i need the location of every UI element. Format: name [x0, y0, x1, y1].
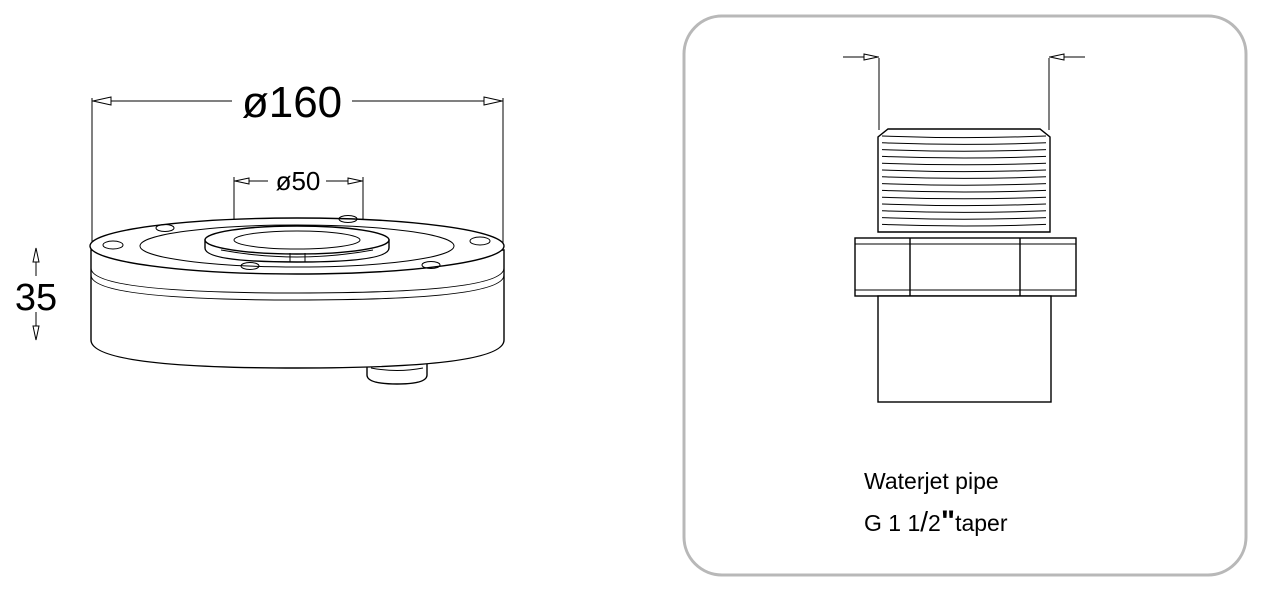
outer-diameter-dimension: ø160: [91, 78, 504, 245]
arrow-down-icon: [32, 325, 40, 341]
arrow-right-icon: [483, 96, 503, 106]
thread-ridge: [881, 196, 1047, 200]
pipe-shank: [877, 295, 1052, 403]
bolt-hole: [240, 262, 260, 270]
bolt-hole: [155, 224, 175, 232]
pipe-thread-type: taper: [955, 510, 1008, 536]
pipe-size-fraction-sep: /: [920, 506, 928, 537]
hex-nut: [854, 237, 1077, 297]
bolt-hole: [421, 261, 441, 269]
pipe-label-line1: Waterjet pipe: [864, 468, 999, 494]
pipe-size-fraction-den: 2: [928, 510, 941, 536]
thread-ridge: [881, 223, 1047, 227]
arrow-right-icon: [863, 53, 879, 61]
height-label: 35: [15, 277, 57, 319]
thread-ridge: [881, 176, 1047, 179]
thread-ridge: [881, 155, 1047, 159]
thread-ridge: [881, 217, 1047, 220]
thread-ridge: [881, 162, 1047, 166]
thread-ridge: [881, 203, 1047, 207]
nozzle-base-view: ø160 ø50 35: [14, 78, 505, 385]
thread-ridge: [881, 169, 1047, 173]
thread-ridge: [881, 149, 1047, 152]
height-dimension: 35: [14, 247, 58, 341]
thread-ridge: [881, 135, 1047, 139]
pipe-detail-panel: Waterjet pipe G 1 1/2"taper: [682, 14, 1248, 577]
thread-ridge: [881, 210, 1047, 213]
arrow-right-icon: [347, 177, 363, 185]
pipe-size-prefix: G 1 1: [864, 510, 920, 536]
arrow-up-icon: [32, 247, 40, 263]
bolt-hole: [102, 240, 124, 250]
arrow-left-icon: [1049, 53, 1065, 61]
outer-diameter-label: ø160: [242, 78, 342, 127]
arrow-left-icon: [234, 177, 250, 185]
threaded-section: [877, 128, 1051, 233]
bolt-hole: [469, 236, 491, 246]
pipe-label-line2: G 1 1/2"taper: [864, 505, 1008, 538]
thread-ridge: [881, 189, 1047, 193]
inner-diameter-dimension: ø50: [233, 166, 364, 240]
bolt-hole: [338, 215, 358, 223]
pipe-size-inch-mark: ": [941, 505, 955, 538]
thread-dimension: [843, 53, 1085, 130]
arrow-left-icon: [92, 96, 112, 106]
thread-ridge: [881, 183, 1047, 186]
thread-ridge: [881, 142, 1047, 145]
inner-diameter-label: ø50: [276, 166, 321, 196]
